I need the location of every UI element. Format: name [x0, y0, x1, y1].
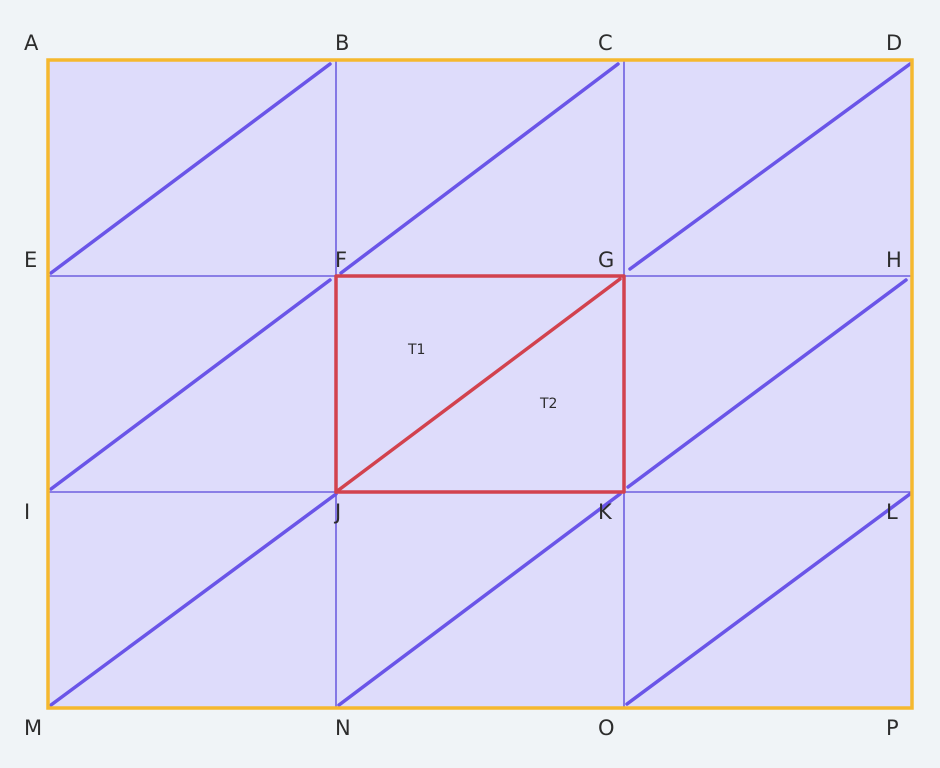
point-label-m: M	[24, 716, 42, 740]
point-label-c: C	[598, 31, 613, 55]
highlight-square	[334, 274, 626, 494]
point-label-n: N	[335, 716, 351, 740]
point-label-e: E	[24, 248, 37, 272]
point-label-d: D	[886, 31, 902, 55]
highlight-rect	[334, 274, 626, 494]
diagonal-mj	[49, 492, 338, 707]
point-label-a: A	[24, 31, 39, 55]
outer-border	[46, 58, 914, 710]
triangle-label-t2: T2	[539, 396, 557, 412]
triangle-labels: T1 T2	[407, 342, 557, 412]
point-label-i: I	[24, 500, 30, 524]
diagonal-eb	[49, 62, 332, 275]
highlight-diagonal-jg	[334, 277, 622, 494]
point-label-l: L	[886, 500, 898, 524]
point-label-k: K	[598, 500, 613, 524]
diagonals	[49, 62, 912, 707]
diagonal-gd	[628, 62, 912, 271]
diagonal-if	[49, 278, 332, 491]
diagonal-kh	[626, 278, 908, 489]
point-label-g: G	[598, 248, 614, 272]
point-label-p: P	[886, 716, 899, 740]
diagonal-ol	[625, 492, 912, 706]
diagonal-fc	[339, 62, 620, 275]
point-label-j: J	[333, 500, 341, 524]
point-label-o: O	[598, 716, 615, 740]
point-label-h: H	[886, 248, 902, 272]
point-labels: A B C D E F G H I J K L M N O P	[24, 31, 902, 740]
triangle-label-t1: T1	[407, 342, 425, 358]
point-label-f: F	[335, 248, 347, 272]
point-label-b: B	[335, 31, 349, 55]
diagonal-nk	[337, 492, 622, 707]
